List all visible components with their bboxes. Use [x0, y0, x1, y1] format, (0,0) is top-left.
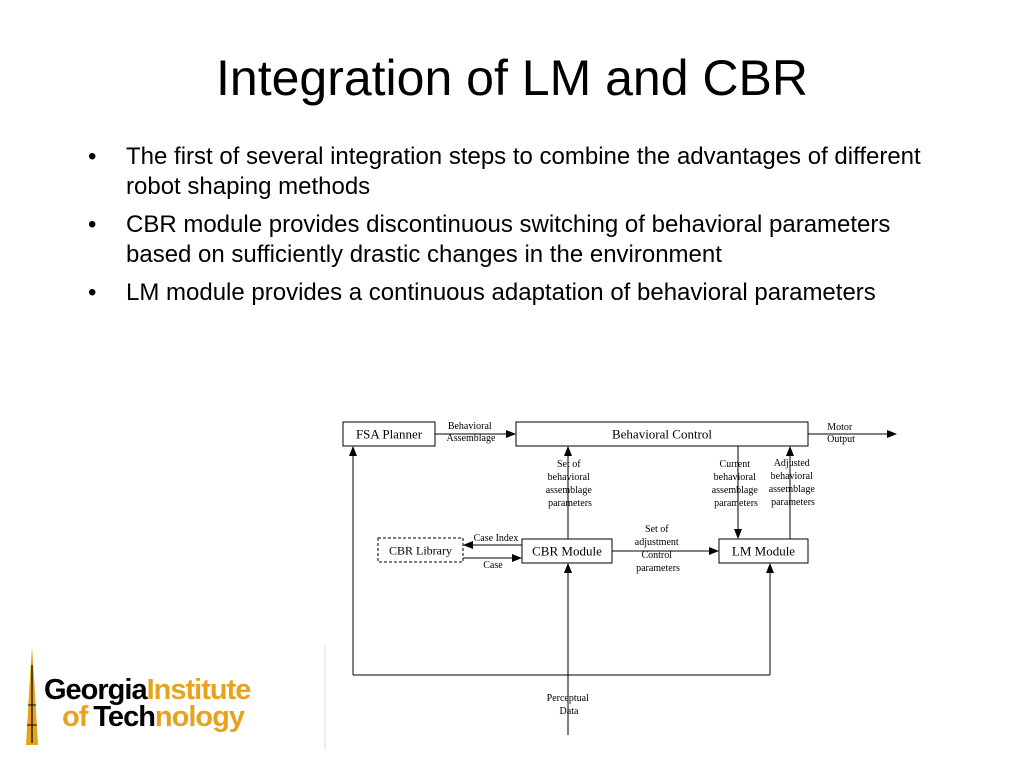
motor-output-label: Motor Output [827, 422, 855, 445]
bullet-item: CBR module provides discontinuous switch… [84, 210, 944, 270]
adjusted-behavioral-label: Adjusted behavioral assemblage parameter… [769, 458, 818, 508]
behavioral-control-box: Behavioral Control [515, 421, 809, 447]
tower-icon [26, 647, 38, 745]
current-behavioral-label: Current behavioral assemblage parameters [712, 459, 761, 509]
case-index-label: Case Index [474, 533, 519, 544]
logo-text-institute: Institute [147, 674, 252, 706]
lm-module-box: LM Module [718, 538, 809, 564]
bullet-item: The first of several integration steps t… [84, 142, 944, 202]
set-of-adjustment-label: Set of adjustment Control parameters [635, 524, 681, 574]
behavioral-assemblage-label: Behavioral Assemblage [447, 421, 496, 444]
bullet-item: LM module provides a continuous adaptati… [84, 278, 944, 308]
logo-text-of: of [62, 701, 89, 733]
fsa-planner-label: FSA Planner [356, 427, 423, 442]
bullet-list: The first of several integration steps t… [84, 142, 944, 316]
slide-title: Integration of LM and CBR [216, 50, 808, 106]
logo-text-georgia: Georgia [44, 674, 148, 706]
behavioral-control-label: Behavioral Control [612, 427, 712, 442]
lm-module-label: LM Module [732, 544, 795, 559]
cbr-library-label: CBR Library [389, 544, 452, 558]
set-of-behavioral-label: Set of behavioral assemblage parameters [546, 459, 595, 509]
perceptual-data-label: Perceptual Data [547, 693, 592, 717]
svg-text:GeorgiaInstitute: GeorgiaInstitute [44, 674, 251, 706]
cbr-module-box: CBR Module [521, 538, 613, 564]
cbr-module-label: CBR Module [532, 544, 602, 559]
logo-text-tech: Tech [93, 701, 155, 733]
case-label: Case [483, 560, 503, 571]
fsa-planner-box: FSA Planner [342, 421, 436, 447]
architecture-diagram: FSA Planner Behavioral Control CBR Libra… [342, 421, 897, 735]
cbr-library-box: CBR Library [377, 537, 464, 563]
logo-text-nology: nology [155, 701, 245, 733]
